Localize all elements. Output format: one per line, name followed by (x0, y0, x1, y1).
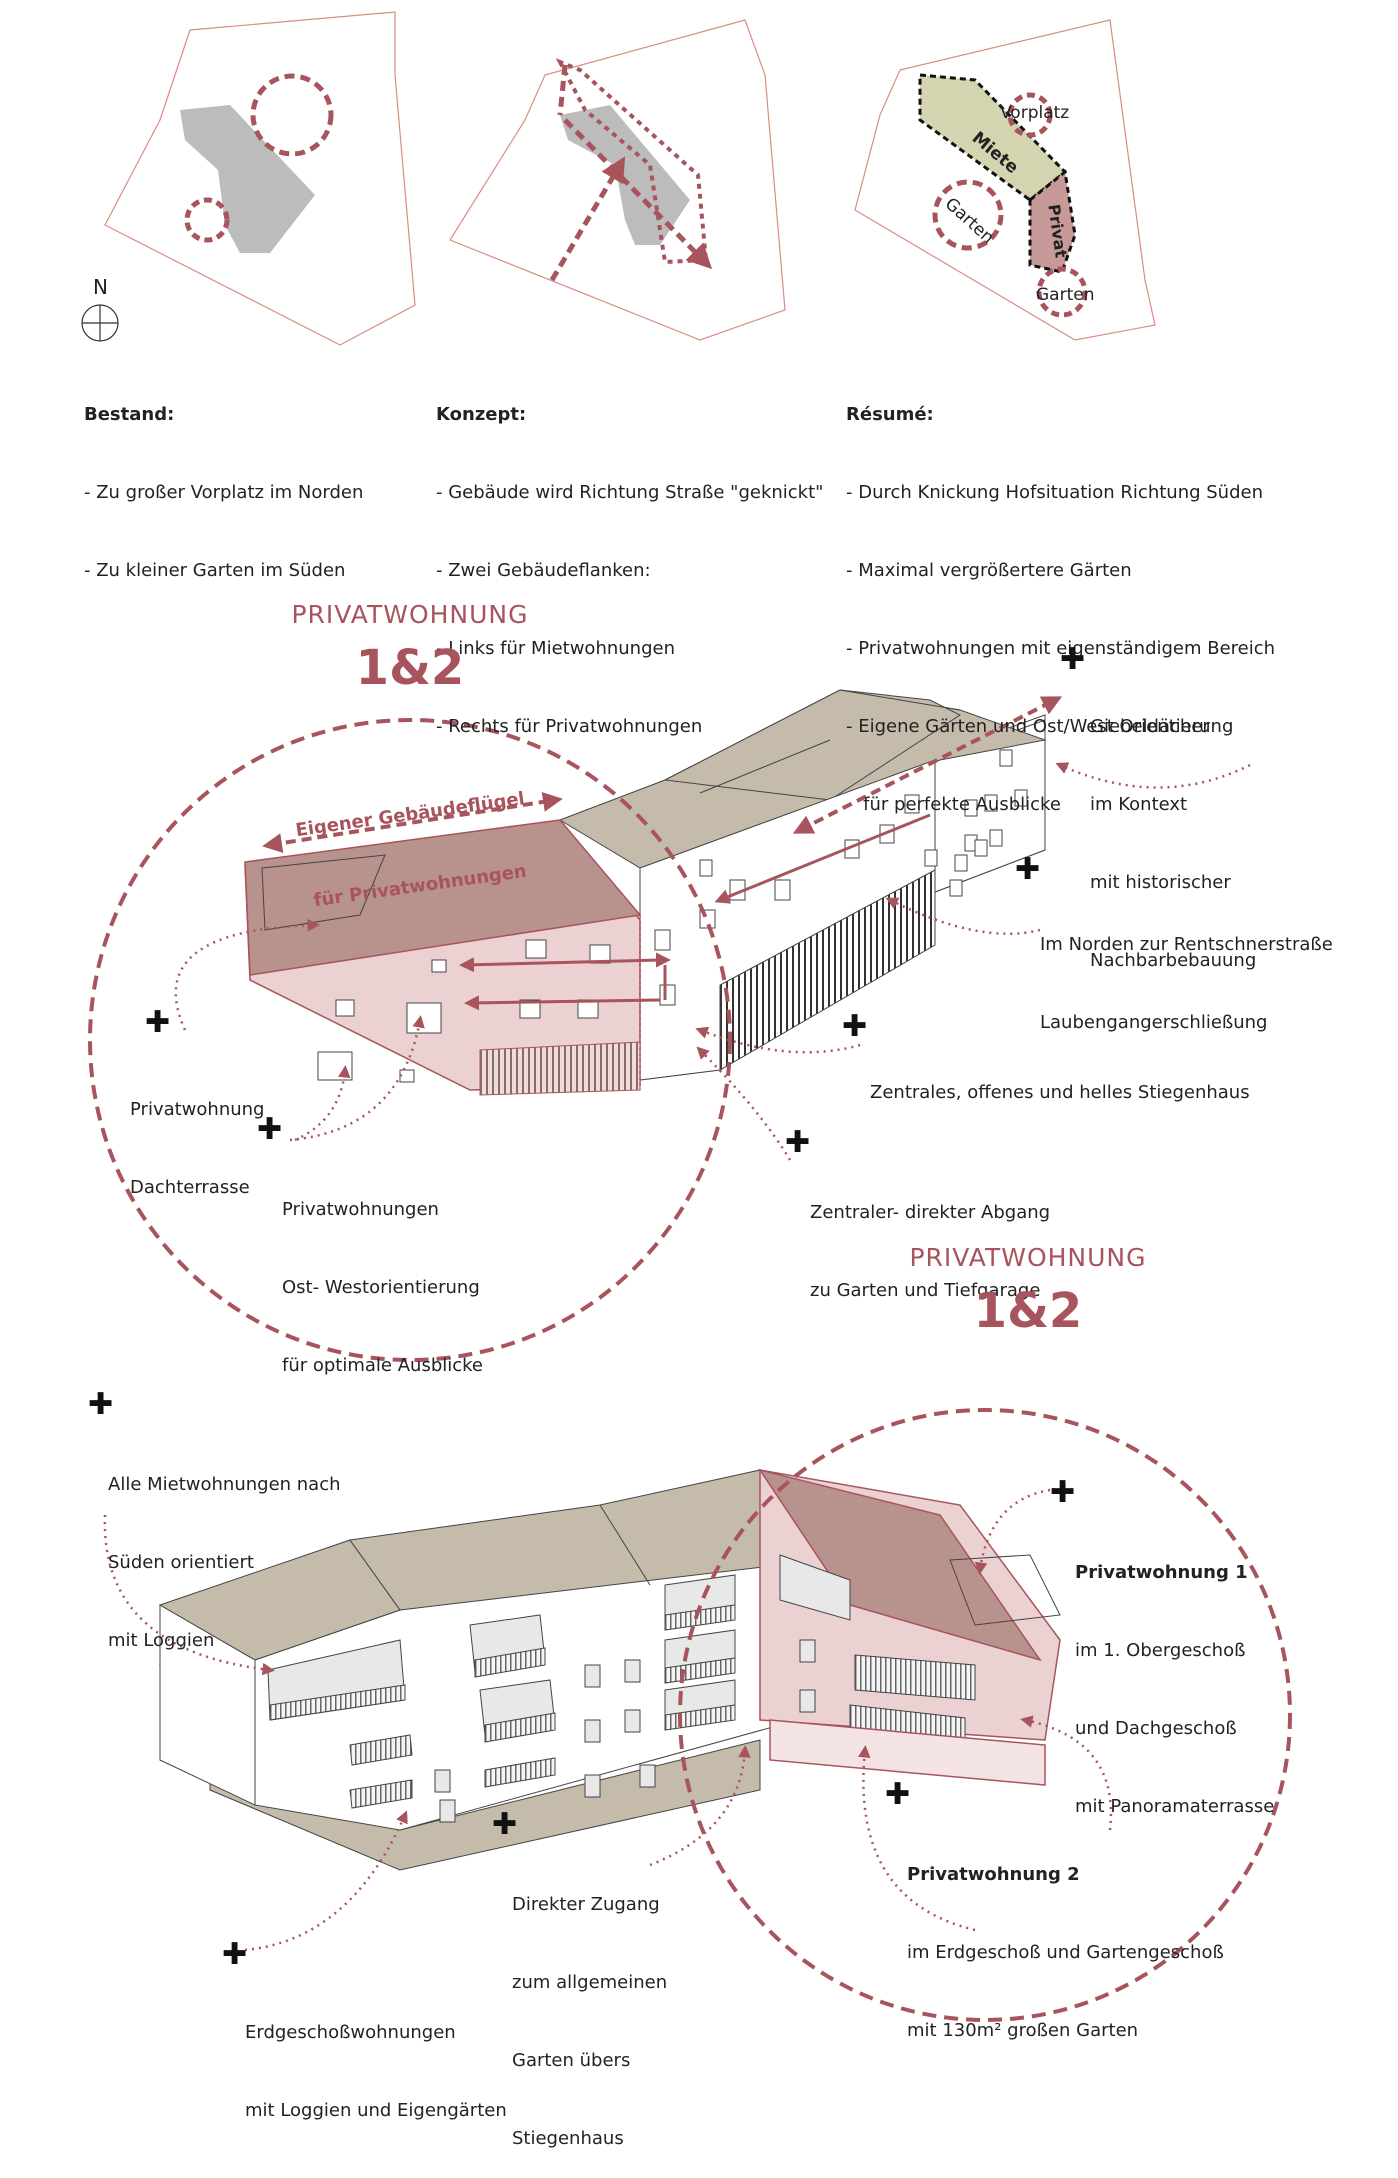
wing-label-line: Eigener Gebäudeflügel (294, 788, 527, 842)
caption-line: - Zu kleiner Garten im Süden (84, 560, 346, 581)
annotation-line: Ost- Westorientierung (282, 1277, 480, 1298)
annotation-line: Garten übers (512, 2050, 631, 2071)
caption-line: - Eigene Gärten und Ost/West Orientierun… (846, 716, 1234, 737)
caption-resume: Résumé: - Durch Knickung Hofsituation Ri… (846, 350, 1275, 844)
plus-icon: ✚ (885, 1777, 911, 1812)
caption-line: - Zu großer Vorplatz im Norden (84, 482, 364, 503)
annotation-line: Dachterrasse (130, 1177, 250, 1198)
annotation-privatwohnung-1: Privatwohnung 1 im 1. Obergeschoß und Da… (1075, 1508, 1274, 1846)
annotation-title: Privatwohnung 2 (907, 1864, 1080, 1885)
label-garten-bottom: Garten (1036, 285, 1095, 305)
annotation-title: Privatwohnung 1 (1075, 1562, 1248, 1583)
annotation-line: für optimale Ausblicke (282, 1355, 484, 1376)
annotation-line: Giebeldächer (1090, 716, 1210, 737)
plus-icon: ✚ (88, 1387, 114, 1422)
caption-konzept: Konzept: - Gebäude wird Richtung Straße … (436, 350, 823, 766)
annotation-line: Zentraler- direkter Abgang (810, 1202, 1051, 1223)
iso2-heading-small: PRIVATWOHNUNG (909, 1243, 1147, 1272)
iso1-heading-small: PRIVATWOHNUNG (291, 600, 529, 629)
caption-line: - Durch Knickung Hofsituation Richtung S… (846, 482, 1263, 503)
annotation-line: Stiegenhaus (512, 2128, 624, 2149)
site-plan-bestand (104, 11, 416, 346)
caption-line: - Zwei Gebäudeflanken: (436, 560, 651, 581)
annotation-line: Im Norden zur Rentschnerstraße (1040, 934, 1333, 955)
site-plan-konzept (449, 19, 786, 341)
site-plan-resume (854, 19, 1156, 341)
annotation-line: Laubengangerschließung (1040, 1012, 1268, 1033)
annotation-line: mit 130m² großen Garten (907, 2020, 1139, 2041)
isometric-building-south (158, 1468, 1061, 1871)
iso1-connectors (174, 762, 1251, 1161)
caption-resume-heading: Résumé: (846, 404, 934, 425)
annotation-line: Zentrales, offenes und helles Stiegenhau… (870, 1082, 1250, 1103)
caption-bestand-heading: Bestand: (84, 404, 175, 425)
caption-line: - Rechts für Privatwohnungen (436, 716, 703, 737)
plus-icon: ✚ (785, 1125, 811, 1160)
isometric-building-north (244, 689, 1063, 1096)
north-arrow-symbol (81, 304, 119, 342)
annotation-line: Nachbarbebauung (1090, 950, 1257, 971)
annotation-erdgeschoss: Erdgeschoßwohnungen mit Loggien und Eige… (245, 1968, 507, 2150)
annotation-ostwest: Privatwohnungen Ost- Westorientierung fü… (282, 1145, 483, 1405)
caption-line: - Links für Mietwohnungen (436, 638, 675, 659)
plus-icon: ✚ (145, 1005, 171, 1040)
north-label: N (93, 275, 108, 299)
annotation-line: mit Loggien (108, 1630, 215, 1651)
annotation-line: im 1. Obergeschoß (1075, 1640, 1246, 1661)
annotation-line: mit historischer (1090, 872, 1231, 893)
caption-line: für perfekte Ausblicke (846, 794, 1061, 815)
annotation-line: Erdgeschoßwohnungen (245, 2022, 456, 2043)
annotation-line: Süden orientiert (108, 1552, 254, 1573)
plus-icon: ✚ (257, 1112, 283, 1147)
label-vorplatz: Vorplatz (1000, 103, 1070, 123)
annotation-privatwohnung-2: Privatwohnung 2 im Erdgeschoß und Garten… (907, 1810, 1224, 2070)
caption-line: - Privatwohnungen mit eigenständigem Ber… (846, 638, 1276, 659)
annotation-line: Privatwohnung (130, 1099, 265, 1120)
private-zone-circle-2 (678, 1408, 1292, 2022)
annotation-norden: Im Norden zur Rentschnerstraße Laubengan… (1040, 880, 1333, 1062)
annotation-stiegenhaus: Zentrales, offenes und helles Stiegenhau… (870, 1028, 1250, 1132)
annotation-line: und Dachgeschoß (1075, 1718, 1237, 1739)
plus-icon: ✚ (222, 1937, 248, 1972)
annotation-abgang: Zentraler- direkter Abgang zu Garten und… (810, 1148, 1050, 1330)
annotation-giebel: Giebeldächer im Kontext mit historischer… (1090, 662, 1256, 1000)
caption-bestand: Bestand: - Zu großer Vorplatz im Norden … (84, 350, 363, 610)
annotation-sueden: Alle Mietwohnungen nach Süden orientiert… (108, 1420, 341, 1680)
plus-icon: ✚ (1015, 852, 1041, 887)
annotation-dachterrasse: Privatwohnung Dachterrasse (130, 1045, 264, 1227)
annotation-line: im Erdgeschoß und Gartengeschoß (907, 1942, 1224, 1963)
wing-label-line: für Privatwohnungen (312, 860, 528, 912)
annotation-line: im Kontext (1090, 794, 1188, 815)
caption-line: - Maximal vergrößertere Gärten (846, 560, 1132, 581)
annotation-line: zum allgemeinen (512, 1972, 668, 1993)
annotation-line: Alle Mietwohnungen nach (108, 1474, 341, 1495)
plus-icon: ✚ (492, 1807, 518, 1842)
annotation-line: zu Garten und Tiefgarage (810, 1280, 1041, 1301)
annotation-line: mit Panoramaterrasse (1075, 1796, 1275, 1817)
caption-line: - Gebäude wird Richtung Straße "geknickt… (436, 482, 824, 503)
annotation-line: mit Loggien und Eigengärten (245, 2100, 507, 2121)
annotation-zugang: Direkter Zugang zum allgemeinen Garten ü… (512, 1840, 667, 2178)
diagram-artwork (81, 11, 1292, 2022)
annotation-line: Direkter Zugang (512, 1894, 660, 1915)
private-zone-circle-1 (88, 718, 732, 1362)
plus-icon: ✚ (1050, 1475, 1076, 1510)
wing-label: Eigener Gebäudeflügel für Privatwohnunge… (287, 740, 539, 939)
iso1-heading-large: 1&2 (355, 640, 465, 696)
plus-icon: ✚ (842, 1009, 868, 1044)
iso2-heading-large: 1&2 (973, 1283, 1083, 1339)
plus-icon: ✚ (1060, 642, 1086, 677)
caption-konzept-heading: Konzept: (436, 404, 527, 425)
annotation-line: Privatwohnungen (282, 1199, 439, 1220)
iso2-connectors (103, 1488, 1113, 1952)
